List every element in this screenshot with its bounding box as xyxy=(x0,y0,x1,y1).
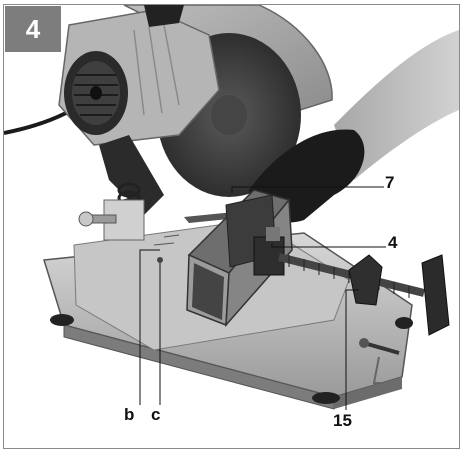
callout-c: c xyxy=(151,405,161,424)
cut-off-saw-illustration xyxy=(4,5,459,410)
vise-handle xyxy=(421,254,450,336)
callout-7: 7 xyxy=(385,173,395,192)
step-number-badge: 4 xyxy=(5,6,61,52)
callout-b: b xyxy=(124,405,135,424)
operator-arm xyxy=(334,30,459,180)
product-photo xyxy=(4,5,459,448)
pivot-arm xyxy=(99,135,164,215)
callout-15: 15 xyxy=(333,411,352,430)
callout-4: 4 xyxy=(388,233,398,252)
callout-leader-lines xyxy=(139,186,386,410)
quick-release-lever xyxy=(348,254,383,306)
power-cord xyxy=(4,111,67,135)
